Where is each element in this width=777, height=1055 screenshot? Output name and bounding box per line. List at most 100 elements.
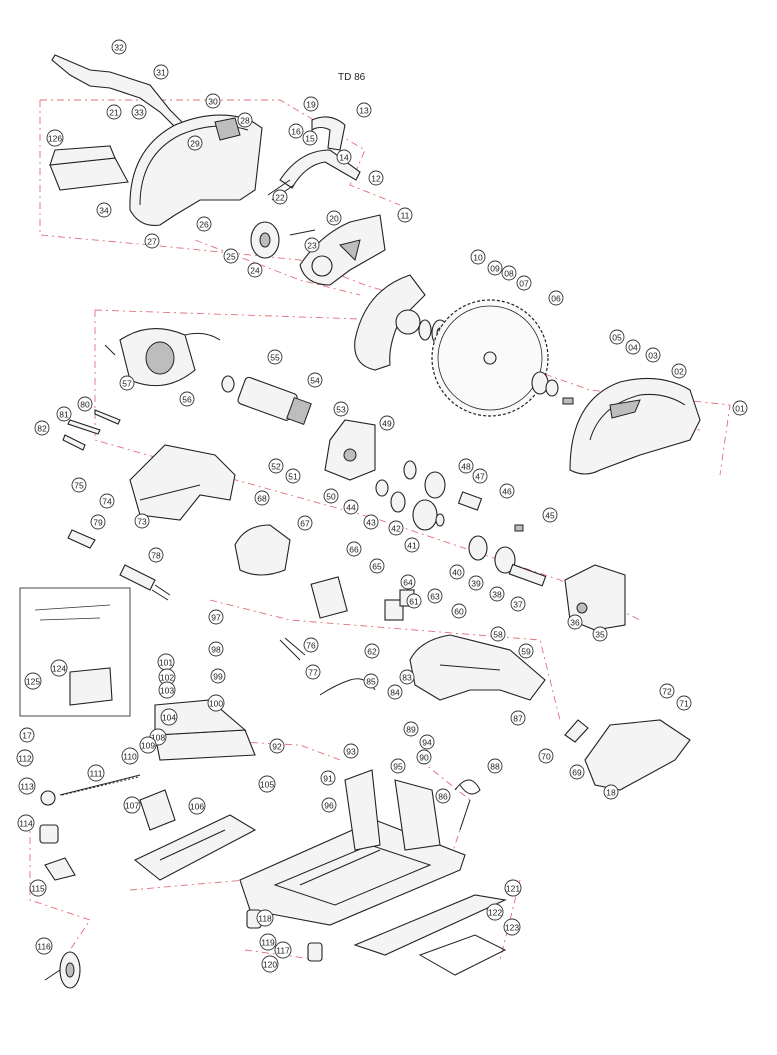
callout-32: 32: [111, 39, 127, 55]
callout-bubble: [267, 349, 283, 365]
callout-number: 83: [402, 673, 412, 683]
callout-number: 104: [162, 713, 176, 723]
callout-21: 21: [106, 104, 122, 120]
callout-number: 27: [147, 237, 157, 247]
callout-number: 46: [502, 487, 512, 497]
callout-number: 96: [324, 801, 334, 811]
callout-bubble: [499, 483, 515, 499]
callout-number: 15: [305, 134, 315, 144]
callout-51: 51: [285, 468, 301, 484]
callout-number: 72: [662, 687, 672, 697]
inset-part-124: [69, 667, 113, 706]
callout-93: 93: [343, 743, 359, 759]
callout-number: 103: [160, 686, 174, 696]
callout-bubble: [592, 626, 608, 642]
bracket-115: [44, 857, 76, 881]
callout-bubble: [237, 112, 253, 128]
flange-25: [250, 221, 280, 259]
callout-bubble: [451, 603, 467, 619]
callout-bubble: [487, 260, 503, 276]
callout-71: 71: [676, 695, 692, 711]
callout-54: 54: [307, 372, 323, 388]
callout-53: 53: [333, 401, 349, 417]
callout-bubble: [645, 347, 661, 363]
callout-27: 27: [144, 233, 160, 249]
callout-number: 78: [151, 551, 161, 561]
callout-bubble: [19, 727, 35, 743]
callout-bubble: [205, 93, 221, 109]
callout-number: 04: [628, 343, 638, 353]
callout-120: 120: [261, 955, 279, 973]
armature-54: [221, 375, 312, 426]
callout-number: 59: [521, 647, 531, 657]
callout-bubble: [487, 758, 503, 774]
callout-19: 19: [303, 96, 319, 112]
callout-number: 16: [291, 127, 301, 137]
callout-bubble: [416, 749, 432, 765]
callout-bubble: [427, 588, 443, 604]
callout-67: 67: [297, 515, 313, 531]
callout-103: 103: [158, 681, 176, 699]
callout-bubble: [188, 797, 206, 815]
callout-112: 112: [16, 749, 34, 767]
callout-number: 37: [513, 600, 523, 610]
callout-bubble: [131, 104, 147, 120]
clip-70: [564, 719, 589, 743]
callout-68: 68: [254, 490, 270, 506]
callout-116: 116: [35, 937, 53, 955]
callout-96: 96: [321, 797, 337, 813]
callout-76: 76: [303, 637, 319, 653]
callout-number: 81: [59, 410, 69, 420]
callout-66: 66: [346, 541, 362, 557]
callout-number: 86: [438, 792, 448, 802]
callout-number: 33: [134, 108, 144, 118]
callout-bubble: [343, 499, 359, 515]
callout-bubble: [323, 488, 339, 504]
callout-bubble: [326, 210, 342, 226]
callout-39: 39: [468, 575, 484, 591]
callout-bubble: [364, 643, 380, 659]
callout-36: 36: [567, 614, 583, 630]
callout-bubble: [207, 694, 225, 712]
callout-bubble: [210, 668, 226, 684]
callout-52: 52: [268, 458, 284, 474]
callout-58: 58: [490, 626, 506, 642]
callout-44: 44: [343, 499, 359, 515]
callout-number: 125: [26, 677, 40, 687]
callout-bubble: [305, 664, 321, 680]
callout-bubble: [139, 736, 157, 754]
callout-number: 106: [190, 802, 204, 812]
callout-bubble: [671, 363, 687, 379]
callout-number: 07: [519, 279, 529, 289]
callout-23: 23: [304, 237, 320, 253]
callout-77: 77: [305, 664, 321, 680]
callout-bubble: [501, 265, 517, 281]
callout-bubble: [56, 406, 72, 422]
callout-number: 82: [37, 424, 47, 434]
td86-note: TD 86: [338, 72, 366, 83]
callout-bubble: [29, 879, 47, 897]
callout-number: 88: [490, 762, 500, 772]
callout-bubble: [99, 493, 115, 509]
callout-46: 46: [499, 483, 515, 499]
callout-bubble: [256, 909, 274, 927]
callout-number: 34: [99, 206, 109, 216]
callout-number: 115: [31, 884, 45, 894]
callout-90: 90: [416, 749, 432, 765]
callout-number: 60: [454, 607, 464, 617]
callout-bubble: [111, 39, 127, 55]
saw-blade-06: [431, 299, 549, 417]
callout-bubble: [121, 747, 139, 765]
callout-bubble: [486, 903, 504, 921]
callout-38: 38: [489, 586, 505, 602]
callout-126: 126: [46, 129, 64, 147]
callout-number: 06: [551, 294, 561, 304]
callout-82: 82: [34, 420, 50, 436]
callout-number: 62: [367, 647, 377, 657]
callout-bubble: [419, 734, 435, 750]
callout-number: 26: [199, 220, 209, 230]
callout-bubble: [208, 641, 224, 657]
callout-bubble: [288, 123, 304, 139]
callout-number: 31: [156, 68, 166, 78]
callout-48: 48: [458, 458, 474, 474]
